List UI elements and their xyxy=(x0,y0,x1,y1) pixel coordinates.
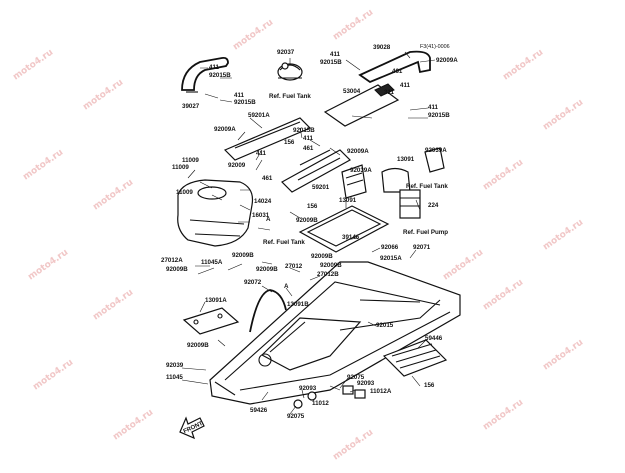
part-label: 11012A xyxy=(370,388,392,395)
part-label: 411 xyxy=(234,92,244,99)
part-label: 411 xyxy=(209,64,219,71)
part-label: 92039 xyxy=(166,362,184,369)
diagram-code: F3(41)-0006 xyxy=(420,44,450,50)
part-label: 411 xyxy=(256,150,266,157)
part-label: 92066 xyxy=(381,244,399,251)
ref-label: Ref. Fuel Tank xyxy=(269,93,311,100)
bumpers-11012 xyxy=(293,385,366,409)
part-label: 59201 xyxy=(312,184,330,191)
part-label: 156 xyxy=(424,382,435,389)
hull-59426 xyxy=(209,261,461,405)
loop-92072 xyxy=(249,289,287,333)
part-label: 13091B xyxy=(287,301,309,308)
part-label: 461 xyxy=(303,145,314,152)
part-label: 92015B xyxy=(320,59,342,66)
ref-label: Ref. Fuel Tank xyxy=(263,239,305,246)
part-label: 92015A xyxy=(380,255,402,262)
part-label: 92009B xyxy=(296,217,318,224)
part-label: 411 xyxy=(428,104,438,111)
part-label: 92015B xyxy=(234,99,256,106)
part-label: 14024 xyxy=(254,198,272,205)
part-label: 11009 xyxy=(172,164,189,171)
part-label: 411 xyxy=(303,135,313,142)
part-label: 92072 xyxy=(244,279,262,286)
part-label: 92037 xyxy=(277,49,295,56)
part-label: 39027 xyxy=(182,103,200,110)
part-label: 156 xyxy=(284,139,295,146)
part-label: 11009 xyxy=(182,157,199,164)
handle-39027 xyxy=(181,56,229,93)
bracket-13091 xyxy=(341,164,367,199)
handle-39028 xyxy=(358,50,431,84)
part-label: 92075 xyxy=(347,374,365,381)
fuel-cap-92037 xyxy=(277,62,303,81)
cover-59201a xyxy=(223,117,312,161)
part-label: 156 xyxy=(307,203,318,210)
grille-59446 xyxy=(382,339,448,377)
part-label: 13091A xyxy=(205,297,227,304)
part-label: 224 xyxy=(428,202,439,209)
part-label: 461 xyxy=(392,68,403,75)
part-label: 27012B xyxy=(317,271,339,278)
part-label: 59426 xyxy=(250,407,268,414)
part-label: 59201A xyxy=(248,112,270,119)
part-label: 39146 xyxy=(342,234,360,241)
part-label: 92075 xyxy=(287,413,305,420)
part-label: 11012 xyxy=(312,400,329,407)
part-label: 39028 xyxy=(373,44,391,51)
part-label: 92009A xyxy=(436,57,458,64)
part-label: 92015B xyxy=(293,127,315,134)
gasket-39146 xyxy=(298,205,390,253)
part-label: 16031 xyxy=(252,212,270,219)
part-label: 13091 xyxy=(339,197,357,204)
callout-a: A xyxy=(284,283,289,290)
part-label: 92093 xyxy=(299,385,317,392)
ref-label: Ref. Fuel Pump xyxy=(403,229,449,236)
part-label: 92009B xyxy=(320,262,342,269)
callout-a: A xyxy=(266,216,271,223)
part-label: 53004 xyxy=(343,88,361,95)
mat-53004 xyxy=(323,83,400,127)
plate-13091a xyxy=(182,307,240,335)
part-label: 92039A xyxy=(350,167,372,174)
part-label: 11045 xyxy=(166,374,183,381)
part-label: 92039A xyxy=(425,147,447,154)
part-label: 92015 xyxy=(376,322,394,329)
part-label: 411 xyxy=(400,82,410,89)
part-label: 411 xyxy=(330,51,340,58)
part-label: 92009B xyxy=(256,266,278,273)
part-label: 59446 xyxy=(425,335,443,342)
part-label: 92093 xyxy=(357,380,375,387)
part-label: 461 xyxy=(262,175,273,182)
fuel-pump-part xyxy=(399,189,421,219)
part-label: 92009B xyxy=(187,342,209,349)
part-label: 92009A xyxy=(214,126,236,133)
cover-59201 xyxy=(281,149,351,193)
part-label: 92015B xyxy=(209,72,231,79)
leader-lines xyxy=(181,51,436,415)
part-label: 92009B xyxy=(166,266,188,273)
part-label: 92071 xyxy=(413,244,431,251)
part-label: 11009 xyxy=(176,189,193,196)
part-label: 27012 xyxy=(285,263,303,270)
part-label: 92009B xyxy=(311,253,333,260)
bracket-13091-right xyxy=(381,147,445,193)
part-label: 92009A xyxy=(347,148,369,155)
front-arrow-icon xyxy=(179,416,205,440)
part-label: 92009B xyxy=(232,252,254,259)
part-label: 311 xyxy=(384,89,394,96)
part-label: 92015B xyxy=(428,112,450,119)
ref-label: Ref. Fuel Tank xyxy=(406,183,448,190)
fuel-tank-14024 xyxy=(177,179,254,247)
part-label: 11045A xyxy=(201,259,223,266)
part-label: 27012A xyxy=(161,257,183,264)
part-label: 92009 xyxy=(228,162,246,169)
part-label: 13091 xyxy=(397,156,415,163)
